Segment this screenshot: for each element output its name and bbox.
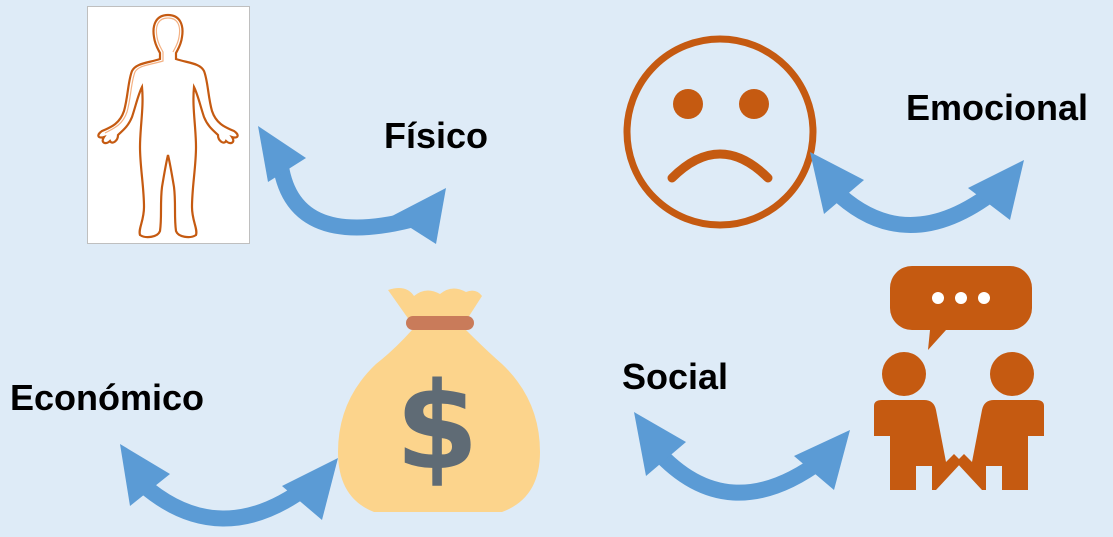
human-body-frame [87,6,250,244]
svg-text:$: $ [395,358,479,497]
arrow-social [634,412,850,501]
label-social: Social [622,356,729,397]
money-bag-icon: $ [338,288,540,512]
label-economico: Económico [10,377,205,418]
arrow-fisico [258,126,446,244]
sad-face-icon [623,35,817,229]
arrow-economico [120,444,338,527]
label-emocional: Emocional [906,87,1089,128]
label-fisico: Físico [384,115,489,156]
arrow-emocional [810,152,1024,233]
human-body-outline-icon [97,13,239,239]
people-talking-icon [874,266,1044,490]
